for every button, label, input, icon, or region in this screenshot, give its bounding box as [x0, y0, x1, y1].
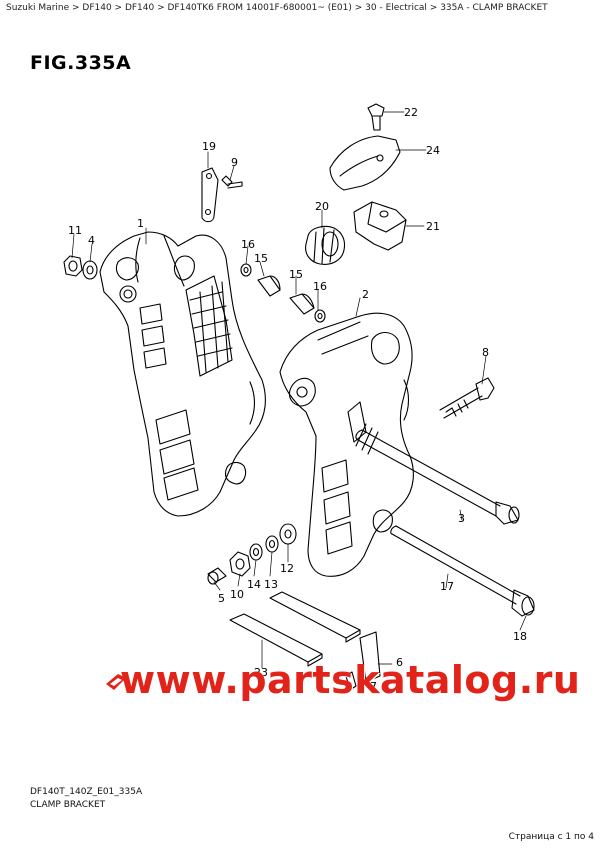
- callout-20: 20: [315, 200, 329, 213]
- callout-16-lower: 16: [313, 280, 327, 293]
- callout-6: 6: [396, 656, 403, 669]
- page-count: Страница с 1 по 4: [508, 832, 594, 842]
- figure-title: FIG.335A: [30, 52, 132, 74]
- callout-15-lower: 15: [289, 268, 303, 281]
- callout-17: 17: [440, 580, 454, 593]
- callout-19: 19: [202, 140, 216, 153]
- bracket-21: [353, 201, 407, 251]
- figure-name: CLAMP BRACKET: [30, 800, 106, 810]
- washer-12: [279, 523, 297, 545]
- knob-20: [305, 225, 346, 265]
- callout-7: 7: [370, 680, 377, 693]
- tilt-bolt-lower: [390, 525, 535, 617]
- cover-24: [329, 135, 401, 191]
- callout-24: 24: [426, 144, 440, 157]
- callout-11: 11: [68, 224, 82, 237]
- plate-23-upper: [269, 591, 361, 643]
- bolt-22: [367, 103, 385, 131]
- washer-14: [249, 543, 263, 561]
- figure-code: DF140T_140Z_E01_335A: [30, 787, 143, 797]
- callout-3: 3: [458, 512, 465, 525]
- callout-15-upper: 15: [254, 252, 268, 265]
- callout-4: 4: [88, 234, 95, 247]
- bolt-15-lower: [289, 293, 315, 315]
- callout-1: 1: [137, 217, 144, 230]
- callout-9: 9: [231, 156, 238, 169]
- washer-13: [265, 535, 279, 553]
- plate-23-lower: [229, 613, 323, 667]
- bushing-5: [207, 567, 227, 585]
- callout-14: 14: [247, 578, 261, 591]
- washer-16-upper: [240, 263, 252, 277]
- clamp-bracket-left: [99, 231, 266, 517]
- strap-19: [201, 167, 219, 223]
- bolt-8: [439, 377, 495, 419]
- callout-16-upper: 16: [241, 238, 255, 251]
- callout-21: 21: [426, 220, 440, 233]
- callout-13: 13: [264, 578, 278, 591]
- nut-10: [229, 551, 251, 577]
- callout-22: 22: [404, 106, 418, 119]
- callout-2: 2: [362, 288, 369, 301]
- callout-10: 10: [230, 588, 244, 601]
- bracket-6: [345, 631, 381, 691]
- callout-5: 5: [218, 592, 225, 605]
- callout-23: 23: [254, 666, 268, 679]
- callout-8: 8: [482, 346, 489, 359]
- callout-18: 18: [513, 630, 527, 643]
- nut-11: [63, 255, 83, 277]
- callout-12: 12: [280, 562, 294, 575]
- breadcrumb: Suzuki Marine > DF140 > DF140 > DF140TK6…: [6, 3, 548, 13]
- tilt-tube: [355, 423, 520, 525]
- washer-4: [82, 260, 98, 280]
- screw-9: [221, 175, 243, 189]
- partskatalog-logo-icon: [106, 674, 126, 690]
- watermark[interactable]: www.partskatalog.ru: [120, 658, 581, 702]
- bolt-15-upper: [257, 275, 281, 297]
- washer-16-lower: [314, 309, 326, 323]
- clamp-bracket-right: [279, 312, 414, 577]
